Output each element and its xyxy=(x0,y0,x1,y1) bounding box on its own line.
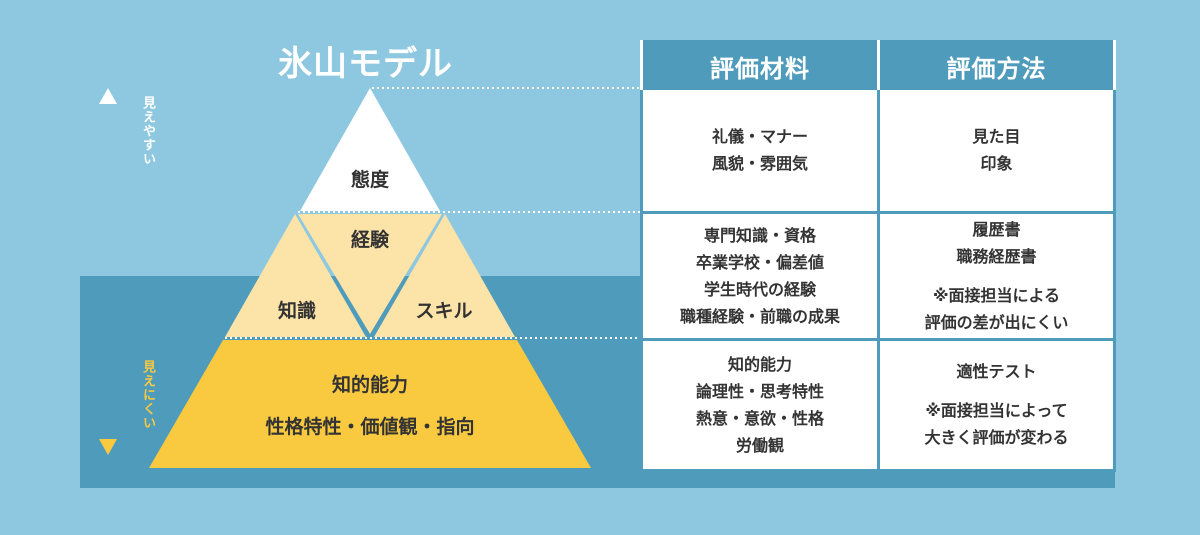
base-label-line2: 性格特性・価値観・指向 xyxy=(265,416,475,438)
cell-text: 見た目 xyxy=(972,127,1021,147)
cell-text: 学生時代の経験 xyxy=(703,279,816,299)
cell-note: ※面接担当による xyxy=(932,285,1061,305)
arrow-up-icon xyxy=(99,88,117,104)
cell-text: 礼儀・マナー xyxy=(711,127,808,147)
header-materials: 評価材料 xyxy=(640,40,880,90)
label-easy-to-see: 見えやすい xyxy=(140,96,155,166)
table-row: 専門知識・資格 卒業学校・偏差値 学生時代の経験 職種経験・前職の成果 履歴書 … xyxy=(640,212,1116,341)
cell-note: ※面接担当によって xyxy=(925,401,1068,420)
methods-cell: 履歴書 職務経歴書 ※面接担当による 評価の差が出にくい xyxy=(877,212,1116,341)
methods-cell: 適性テスト ※面接担当によって 大きく評価が変わる xyxy=(877,339,1116,472)
methods-cell: 見た目 印象 xyxy=(877,90,1116,214)
skill-label: スキル xyxy=(415,300,473,322)
tip-label: 態度 xyxy=(350,169,389,191)
table-row: 知的能力 論理性・思考特性 熱意・意欲・性格 労働観 適性テスト ※面接担当によ… xyxy=(640,339,1116,472)
cell-text: 風貌・雰囲気 xyxy=(711,154,808,174)
cell-note: 評価の差が出にくい xyxy=(924,312,1069,332)
skill-segment xyxy=(374,214,515,337)
cell-text: 職種経験・前職の成果 xyxy=(679,306,840,326)
experience-label: 経験 xyxy=(350,229,389,251)
experience-segment xyxy=(298,214,442,334)
cell-text: 専門知識・資格 xyxy=(703,225,816,245)
base-label-line1: 知的能力 xyxy=(331,374,408,396)
cell-text: 論理性・思考特性 xyxy=(695,381,824,401)
knowledge-segment xyxy=(225,214,366,337)
materials-cell: 知的能力 論理性・思考特性 熱意・意欲・性格 労働観 xyxy=(640,339,880,472)
cell-text: 印象 xyxy=(980,154,1013,174)
knowledge-label: 知識 xyxy=(277,300,316,322)
cell-text: 知的能力 xyxy=(727,354,792,374)
cell-text: 労働観 xyxy=(735,435,784,455)
materials-cell: 専門知識・資格 卒業学校・偏差値 学生時代の経験 職種経験・前職の成果 xyxy=(640,212,880,341)
cell-note: 大きく評価が変わる xyxy=(924,428,1069,447)
cell-text: 職務経歴書 xyxy=(956,246,1037,266)
cell-text: 適性テスト xyxy=(956,362,1037,381)
cell-text: 卒業学校・偏差値 xyxy=(695,252,824,272)
base-layer xyxy=(149,340,591,468)
arrow-down-icon xyxy=(99,439,117,455)
cell-text: 履歴書 xyxy=(972,219,1021,239)
materials-cell: 礼儀・マナー 風貌・雰囲気 xyxy=(640,90,880,214)
table-row: 礼儀・マナー 風貌・雰囲気 見た目 印象 xyxy=(640,90,1116,214)
label-hard-to-see: 見えにくい xyxy=(140,360,155,430)
header-methods: 評価方法 xyxy=(877,40,1116,90)
cell-text: 熱意・意欲・性格 xyxy=(695,408,824,428)
diagram-title: 氷山モデル xyxy=(278,44,453,84)
evaluation-table: 評価材料 評価方法 礼儀・マナー 風貌・雰囲気 見た目 印象 専門知識・資格 卒… xyxy=(640,40,1116,472)
tip-layer xyxy=(300,88,440,211)
